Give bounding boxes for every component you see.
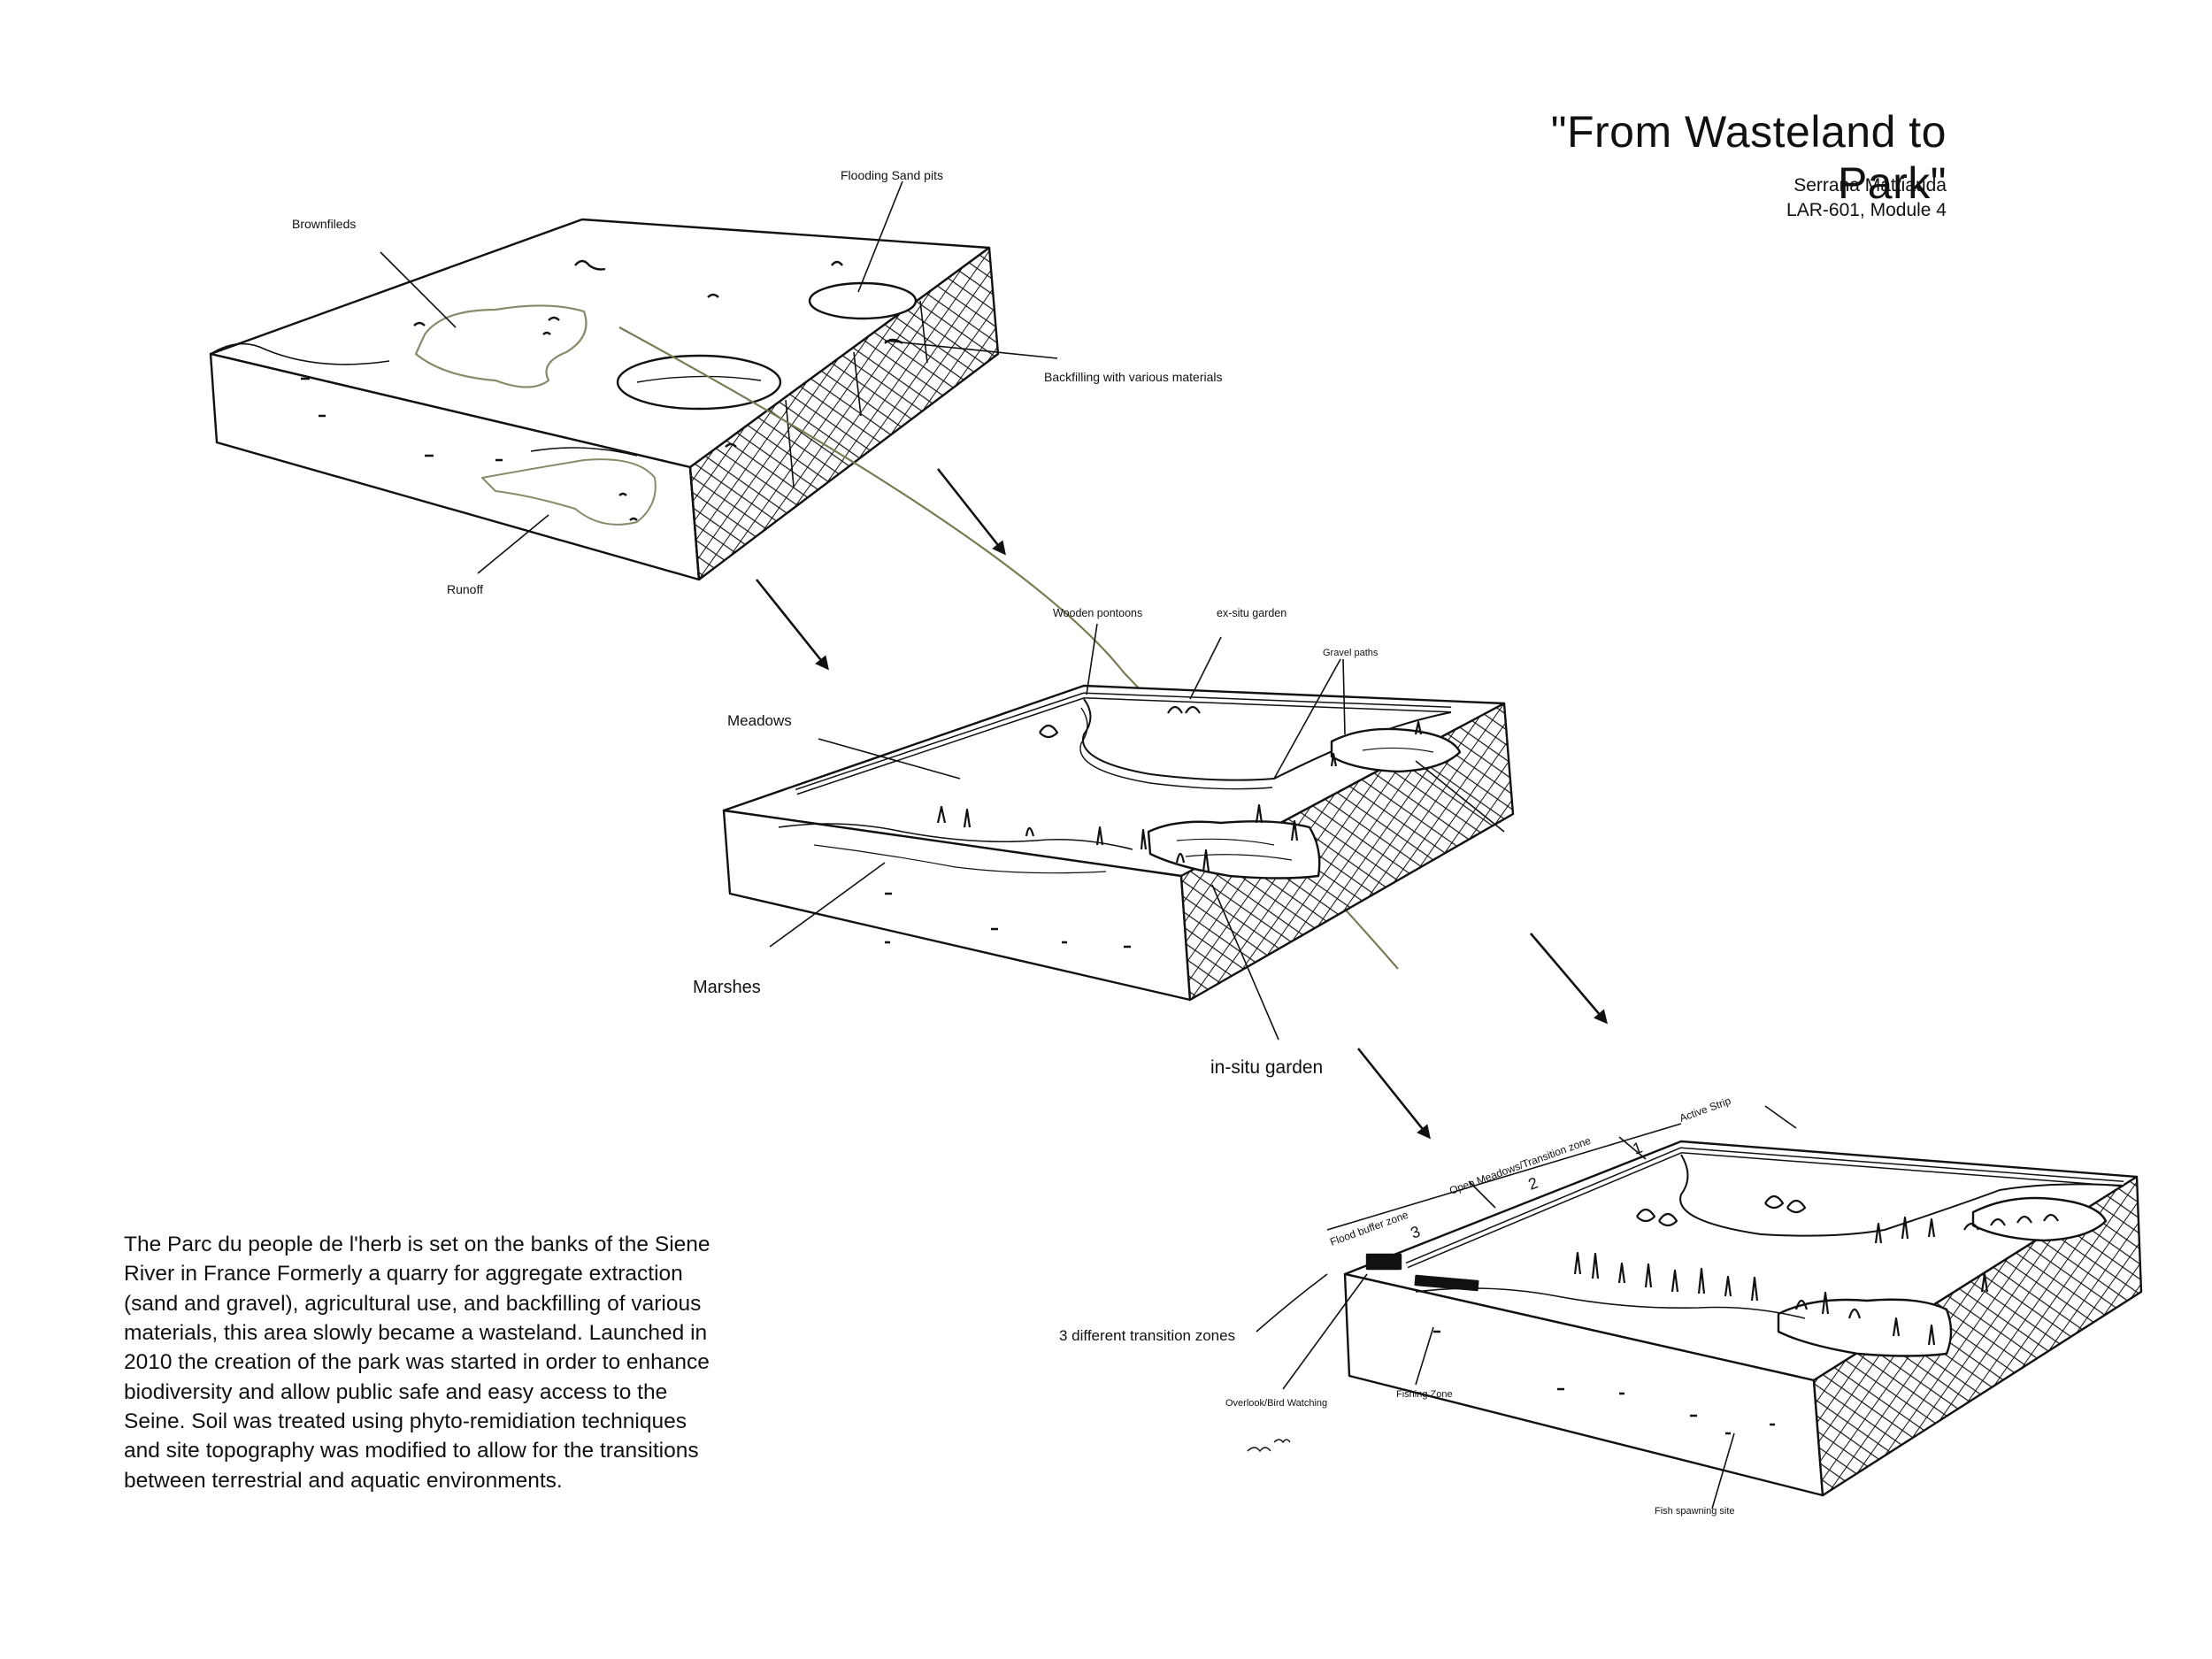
page-title: "From Wasteland to Park" <box>1550 107 1947 208</box>
fishing-pier <box>1414 1274 1479 1292</box>
label-meadows: Meadows <box>727 712 792 729</box>
description-paragraph: The Parc du people de l'herb is set on t… <box>124 1233 710 1493</box>
stage2-block <box>722 684 1515 1002</box>
runoff-outline <box>481 458 657 526</box>
label-backfilling: Backfilling with various materials <box>1044 370 1223 384</box>
label-in-situ-garden: in-situ garden <box>1210 1057 1324 1078</box>
label-transition-zones: 3 different transition zones <box>1059 1327 1236 1344</box>
label-active-strip: Active Strip <box>1678 1094 1732 1125</box>
stage2-upper-pond <box>1330 727 1462 773</box>
stage1-block <box>209 218 1000 581</box>
zone-number-2: 2 <box>1526 1174 1540 1194</box>
label-ex-situ-garden: ex-situ garden <box>1217 607 1287 619</box>
arrow-1 <box>755 579 829 671</box>
overlook-structure <box>1365 1253 1402 1271</box>
label-marshes: Marshes <box>693 978 761 997</box>
sand-pit-small <box>808 281 918 320</box>
label-fishing-zone: Fishing Zone <box>1396 1389 1453 1400</box>
label-brownfields: Brownfileds <box>292 217 357 231</box>
stage3-plants <box>1573 1194 2059 1346</box>
stage3-leaders <box>1247 1273 1735 1509</box>
zone-number-3: 3 <box>1409 1223 1423 1242</box>
arrow-2 <box>936 468 1006 556</box>
stage3-side-face <box>1812 1175 2143 1497</box>
stage2-leaders <box>769 623 1505 1041</box>
label-overlook: Overlook/Bird Watching <box>1225 1398 1328 1409</box>
sand-pit-large <box>616 354 782 411</box>
bird-marks <box>1247 1439 1291 1453</box>
author-name: Serrana Mattiauda <box>1793 175 1947 196</box>
stage2-pond <box>1147 820 1321 879</box>
stage3-upper-pond <box>1971 1196 2108 1242</box>
label-wooden-pontoons: Wooden pontoons <box>1053 607 1143 619</box>
stage1-leaders <box>380 180 1058 574</box>
author-block: Serrana Mattiauda LAR-601, Module 4 <box>1646 173 1947 224</box>
stage3-gravel-path <box>1679 1154 2124 1237</box>
stage2-plants <box>936 705 1423 872</box>
label-gravel-paths: Gravel paths <box>1323 648 1379 658</box>
stage3-block <box>1326 1105 2143 1497</box>
brownfield-outline <box>414 304 588 388</box>
arrow-3 <box>1356 1048 1431 1140</box>
label-sand-pits: Flooding Sand pits <box>841 168 943 182</box>
transition-arrows <box>755 468 1609 1140</box>
zone-guide-lines <box>1326 1105 1797 1231</box>
course-code: LAR-601, Module 4 <box>1786 200 1947 221</box>
zone-number-1: 1 <box>1631 1139 1645 1158</box>
label-flood-buffer: Flood buffer zone <box>1328 1209 1410 1248</box>
label-runoff: Runoff <box>447 582 483 596</box>
arrow-4 <box>1530 933 1609 1025</box>
label-fish-spawning: Fish spawning site <box>1655 1506 1735 1517</box>
stage3-pond <box>1777 1298 1953 1357</box>
rubble-marks <box>301 259 903 521</box>
